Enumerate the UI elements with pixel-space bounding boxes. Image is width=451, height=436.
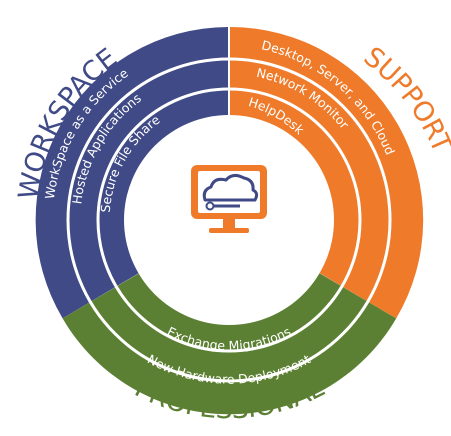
ring-separators [66,57,392,383]
cloud-monitor-icon [191,165,267,233]
